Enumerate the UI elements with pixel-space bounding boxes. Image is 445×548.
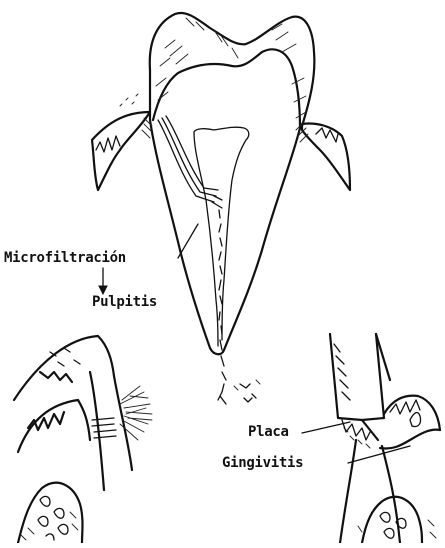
microleakage-path	[158, 116, 226, 404]
gingiva-right	[296, 122, 350, 190]
microfiltracion-label: Microfiltración	[4, 250, 126, 266]
placa-label: Placa	[248, 424, 289, 440]
down-arrow-icon	[99, 268, 107, 294]
tooth-crown	[150, 13, 315, 128]
incisor-left	[14, 336, 152, 543]
bacteria-marks	[234, 380, 260, 402]
tooth-root	[150, 120, 300, 354]
gingiva-left	[92, 94, 152, 190]
tooth-right	[330, 334, 440, 543]
gingivitis-leader-line	[348, 446, 410, 463]
placa-leader-line	[302, 422, 350, 433]
pulpitis-label: Pulpitis	[92, 294, 157, 310]
microfiltracion-leader-line	[178, 224, 198, 258]
gingivitis-label: Gingivitis	[222, 455, 303, 471]
